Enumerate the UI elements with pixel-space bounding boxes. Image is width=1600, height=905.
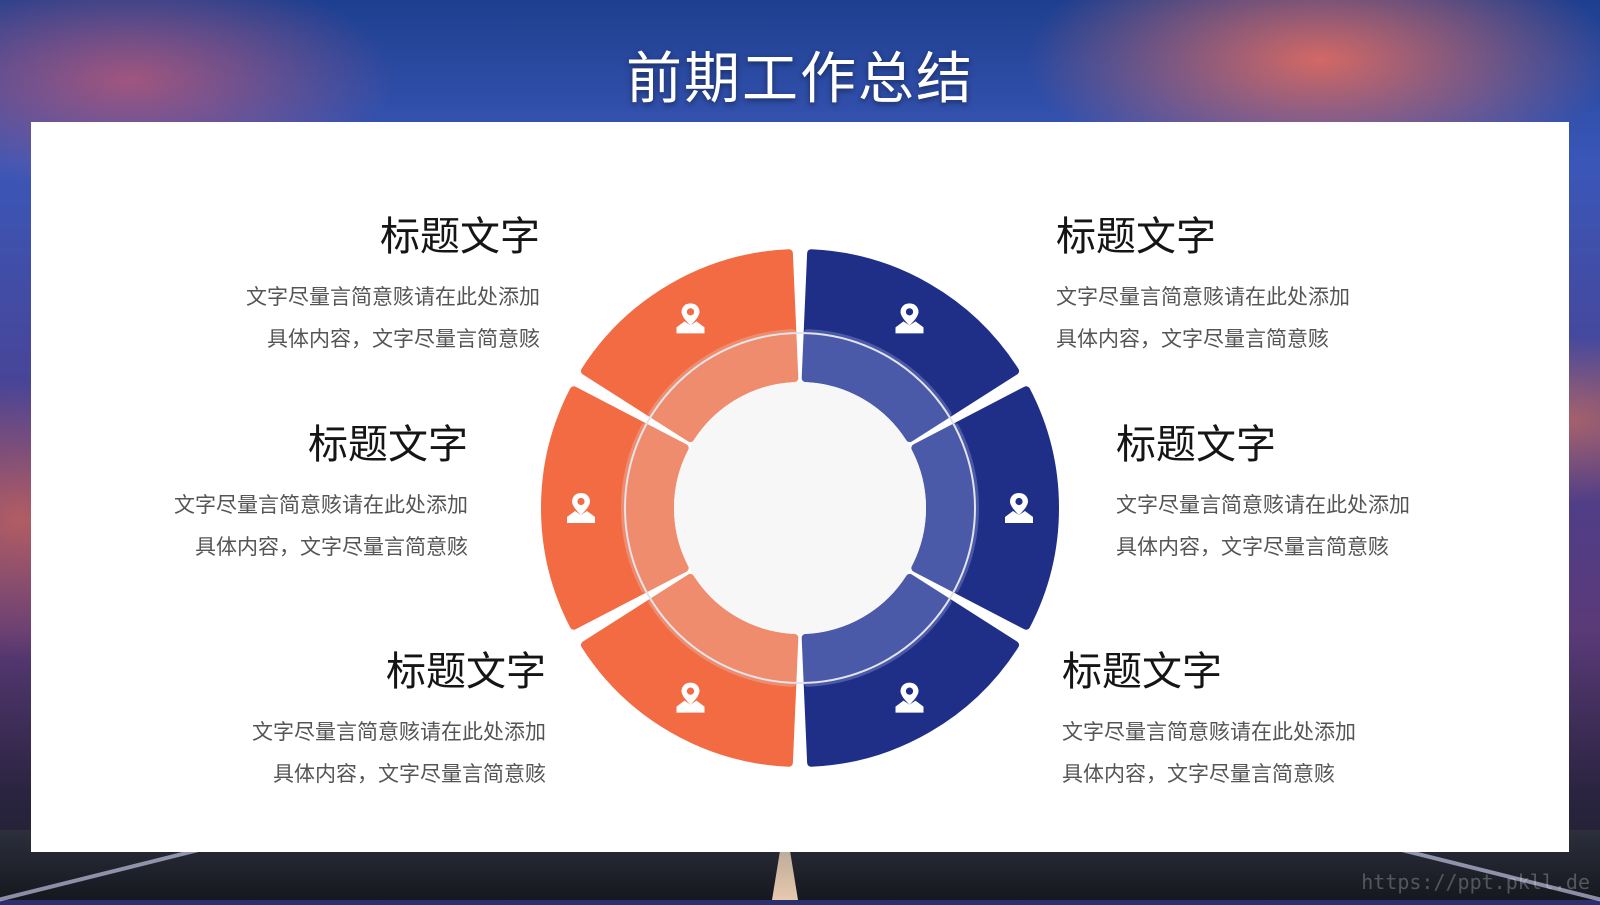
segmented-ring-diagram [541,249,1059,767]
item-top-right: 标题文字 文字尽量言简意赅请在此处添加 具体内容，文字尽量言简意赅 [1056,212,1436,360]
map-pin-icon [895,682,924,713]
ring-guide-circle [624,332,976,684]
item-title: 标题文字 [386,649,546,695]
item-title: 标题文字 [1062,649,1222,695]
item-text-line1: 文字尽量言简意赅请在此处添加 [1062,720,1356,744]
map-pin-icon [567,493,595,523]
item-text-line1: 文字尽量言简意赅请在此处添加 [246,285,540,309]
item-text-line2: 具体内容，文字尽量言简意赅 [1116,535,1389,559]
item-title: 标题文字 [1056,214,1216,260]
map-pin-icon [1005,493,1033,523]
item-title: 标题文字 [308,422,468,468]
item-title: 标题文字 [1116,422,1276,468]
item-text-line2: 具体内容，文字尽量言简意赅 [267,327,540,351]
road-center-line [772,852,798,900]
item-middle-right: 标题文字 文字尽量言简意赅请在此处添加 具体内容，文字尽量言简意赅 [1116,420,1496,568]
item-text-line1: 文字尽量言简意赅请在此处添加 [1116,493,1410,517]
map-pin-icon [676,303,705,334]
item-text-line1: 文字尽量言简意赅请在此处添加 [252,720,546,744]
map-pin-icon [676,682,705,713]
item-title: 标题文字 [380,214,540,260]
item-text-line2: 具体内容，文字尽量言简意赅 [1062,762,1335,786]
item-text-line1: 文字尽量言简意赅请在此处添加 [1056,285,1350,309]
ring-center [674,382,926,634]
item-text-line2: 具体内容，文字尽量言简意赅 [1056,327,1329,351]
item-top-left: 标题文字 文字尽量言简意赅请在此处添加 具体内容，文字尽量言简意赅 [160,212,540,360]
item-bottom-right: 标题文字 文字尽量言简意赅请在此处添加 具体内容，文字尽量言简意赅 [1062,647,1442,795]
map-pin-icon [895,303,924,334]
item-middle-left: 标题文字 文字尽量言简意赅请在此处添加 具体内容，文字尽量言简意赅 [88,420,468,568]
item-bottom-left: 标题文字 文字尽量言简意赅请在此处添加 具体内容，文字尽量言简意赅 [166,647,546,795]
item-text-line2: 具体内容，文字尽量言简意赅 [195,535,468,559]
item-text-line1: 文字尽量言简意赅请在此处添加 [174,493,468,517]
item-text-line2: 具体内容，文字尽量言简意赅 [273,762,546,786]
watermark: https://ppt.pkll.de [1361,870,1590,894]
page-title: 前期工作总结 [626,47,974,112]
